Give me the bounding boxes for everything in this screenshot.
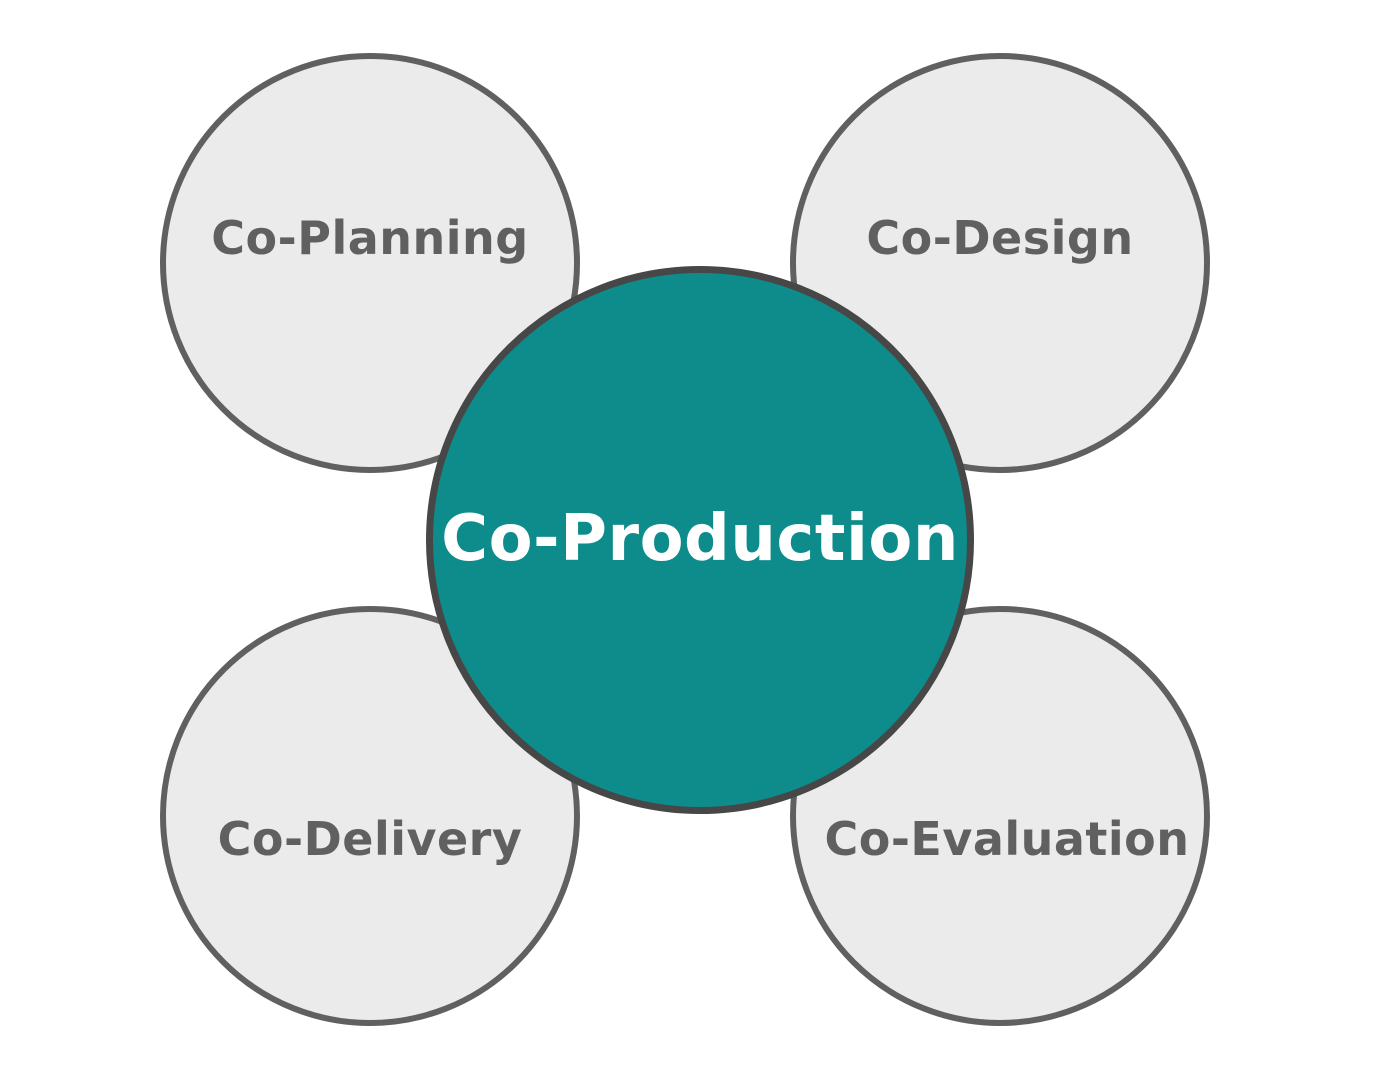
co-delivery-label: Co-Delivery bbox=[217, 811, 523, 866]
co-design-circle: Co-Design bbox=[790, 53, 1210, 473]
co-evaluation-label: Co-Evaluation bbox=[824, 811, 1190, 866]
co-planning-circle: Co-Planning bbox=[160, 53, 580, 473]
co-production-label: Co-Production bbox=[441, 502, 959, 576]
co-planning-label: Co-Planning bbox=[211, 211, 529, 265]
co-production-circle: Co-Production bbox=[426, 266, 974, 814]
co-design-label: Co-Design bbox=[866, 211, 1134, 265]
co-evaluation-circle: Co-Evaluation bbox=[790, 606, 1210, 1026]
